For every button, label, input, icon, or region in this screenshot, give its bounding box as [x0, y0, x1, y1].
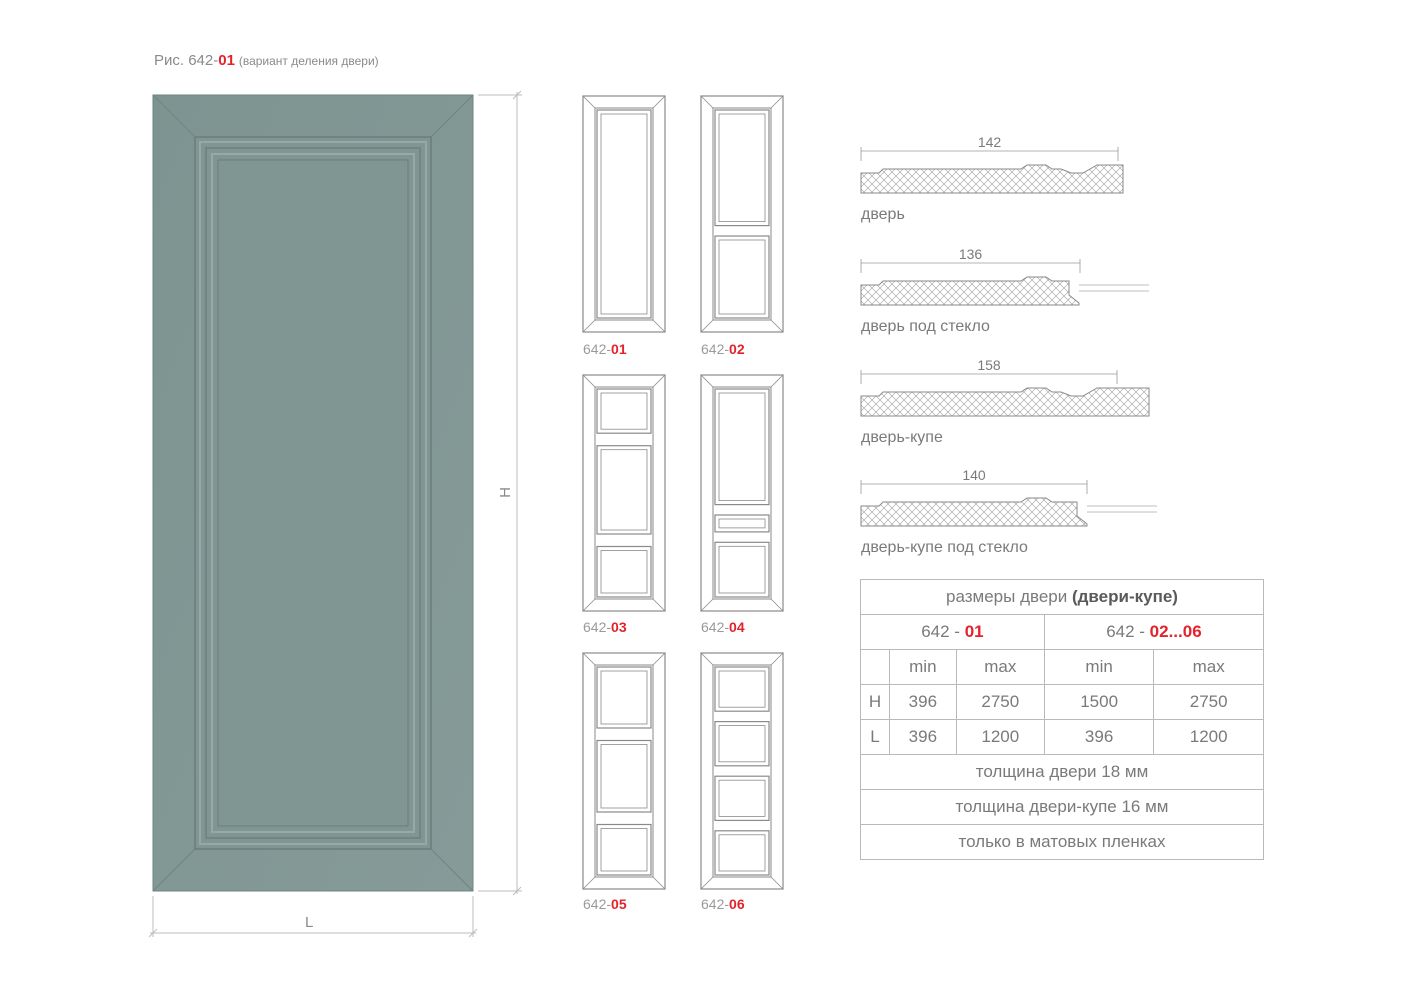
row-label: H: [860, 684, 890, 720]
thumb-label-06: 642-06: [701, 896, 745, 912]
note-thickness-door: толщина двери 18 мм: [860, 754, 1264, 790]
col-max: max: [955, 649, 1045, 685]
profile-label-sliding: дверь-купе: [861, 429, 943, 446]
thumb-label-01: 642-01: [583, 341, 627, 357]
thumb-prefix: 642-: [583, 341, 612, 357]
table-row: L 396 1200 396 1200: [860, 719, 1264, 755]
thumb-code: 02: [729, 341, 745, 357]
caption-code: 01: [218, 52, 235, 69]
table-title-plain: размеры двери: [946, 587, 1072, 606]
thumb-prefix: 642-: [701, 341, 730, 357]
thumbnail-panel-inner: [600, 449, 648, 531]
thumb-prefix: 642-: [701, 896, 730, 912]
thumbnail-door-4: [700, 374, 784, 612]
col-max: max: [1153, 649, 1264, 685]
figure-caption: Рис. 642-01 (вариант деления двери): [154, 52, 379, 69]
group-code: 01: [964, 622, 984, 641]
profile-label-door-glass: дверь под стекло: [861, 318, 990, 335]
thumbnail-door-6: [700, 652, 784, 890]
height-label: H: [496, 487, 514, 498]
profile-section-1: 142: [860, 134, 1124, 194]
thumbnail-doors: [582, 95, 784, 890]
thumbnail-panel-inner: [718, 113, 766, 222]
main-door: [152, 94, 474, 892]
thumbnail-door-3: [582, 374, 666, 612]
thumb-prefix: 642-: [583, 896, 612, 912]
profile-section-2: 136: [860, 246, 1149, 306]
note-thickness-sliding: толщина двери-купе 16 мм: [860, 789, 1264, 825]
thumb-label-05: 642-05: [583, 896, 627, 912]
thumbnail-panel-inner: [718, 545, 766, 594]
thumbnail-panel-inner: [600, 113, 648, 315]
caption-note: (вариант деления двери): [238, 54, 379, 68]
table-title: размеры двери (двери-купе): [860, 579, 1264, 615]
thumbnail-panel-inner: [718, 518, 766, 529]
thumb-label-04: 642-04: [701, 619, 745, 635]
thumb-code: 06: [729, 896, 745, 912]
profile-section-3: 158: [860, 357, 1150, 417]
profile-sections: 142 136 158 140: [860, 134, 1157, 527]
thumbnail-panel-inner: [600, 744, 648, 809]
table-row: H 396 2750 1500 2750: [860, 684, 1264, 720]
profile-dimension: 140: [962, 467, 986, 483]
table-cell: 396: [889, 719, 957, 755]
col-min: min: [889, 649, 957, 685]
thumb-label-03: 642-03: [583, 619, 627, 635]
table-cell: 1200: [955, 719, 1045, 755]
height-dimension: [478, 90, 522, 896]
table-cell: 2750: [955, 684, 1045, 720]
thumbnail-panel-inner: [718, 392, 766, 501]
table-cell: 1500: [1043, 684, 1155, 720]
note-matte-films: только в матовых пленках: [860, 824, 1264, 860]
width-dimension: [148, 896, 478, 938]
table-cell: 1200: [1153, 719, 1264, 755]
table-title-bold: (двери-купе): [1071, 587, 1178, 606]
group-header-1: 642 - 01: [860, 614, 1045, 650]
thumb-prefix: 642-: [583, 619, 612, 635]
group-prefix: 642 -: [1106, 622, 1150, 641]
profile-dimension: 158: [977, 357, 1001, 373]
thumb-prefix: 642-: [701, 619, 730, 635]
caption-prefix: Рис. 642-: [154, 52, 219, 69]
group-prefix: 642 -: [921, 622, 965, 641]
profile-label-sliding-glass: дверь-купе под стекло: [861, 539, 1028, 556]
size-table: размеры двери (двери-купе) 642 - 01 642 …: [860, 579, 1265, 860]
thumbnail-panel-inner: [718, 779, 766, 817]
profile-dimension: 142: [978, 134, 1002, 150]
corner-cell: [860, 649, 890, 685]
thumb-code: 04: [729, 619, 745, 635]
thumbnail-panel-inner: [718, 239, 766, 315]
thumb-code: 03: [611, 619, 627, 635]
profile-dimension: 136: [959, 246, 983, 262]
profile-section-4: 140: [860, 467, 1157, 527]
thumbnail-panel-inner: [600, 550, 648, 594]
table-cell: 396: [1043, 719, 1155, 755]
width-label: L: [305, 914, 314, 931]
thumb-code: 05: [611, 896, 627, 912]
col-min: min: [1043, 649, 1155, 685]
row-label: L: [860, 719, 890, 755]
table-cell: 396: [889, 684, 957, 720]
thumbnail-door-2: [700, 95, 784, 333]
thumbnail-panel-inner: [718, 725, 766, 763]
thumbnail-panel-inner: [600, 828, 648, 872]
thumbnail-panel-inner: [718, 670, 766, 708]
group-code: 02...06: [1149, 622, 1202, 641]
table-cell: 2750: [1153, 684, 1264, 720]
thumbnail-door-5: [582, 652, 666, 890]
thumbnail-panel-inner: [600, 392, 648, 430]
thumbnail-panel-inner: [600, 670, 648, 725]
thumbnail-door-1: [582, 95, 666, 333]
thumb-code: 01: [611, 341, 627, 357]
thumb-label-02: 642-02: [701, 341, 745, 357]
profile-label-door: дверь: [861, 206, 905, 223]
thumbnail-panel-inner: [718, 834, 766, 872]
group-header-2: 642 - 02...06: [1043, 614, 1265, 650]
